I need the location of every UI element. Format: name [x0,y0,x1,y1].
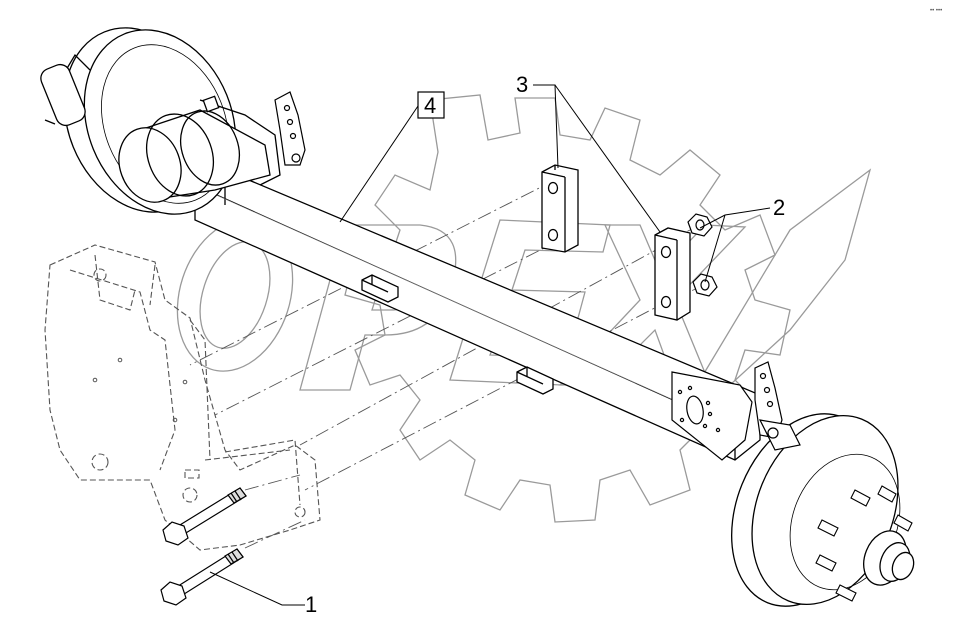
callout-label-1: 1 [305,592,317,617]
axle-slot-left [361,274,399,303]
callout-label-4: 4 [424,93,436,118]
watermark-gear-outline [344,94,791,523]
bolt-lower [160,548,244,606]
axle-beam [194,169,761,461]
corner-mark: •• ••• [930,8,942,14]
right-wheel-studs [815,485,913,602]
callout-label-2: 2 [773,195,785,220]
left-spindle [118,95,281,203]
frame-bracket [44,244,321,551]
callout-leaders [209,84,771,606]
right-brake-lever [754,361,801,451]
nut-upper [687,213,713,237]
callout-label-3: 3 [516,72,528,97]
right-mount-plate [671,371,753,461]
spacer-plate-lower [654,227,691,321]
frame-bracket-holes [92,357,188,423]
watermark-letter-x [558,224,747,386]
bolt-upper [162,487,247,546]
callout-box-4 [417,91,445,119]
spacer-plate-upper [541,164,579,253]
right-brake-drum [731,413,915,607]
left-brake-lever [274,91,306,166]
axle-slot-right [516,366,554,395]
nut-lower [692,273,718,297]
